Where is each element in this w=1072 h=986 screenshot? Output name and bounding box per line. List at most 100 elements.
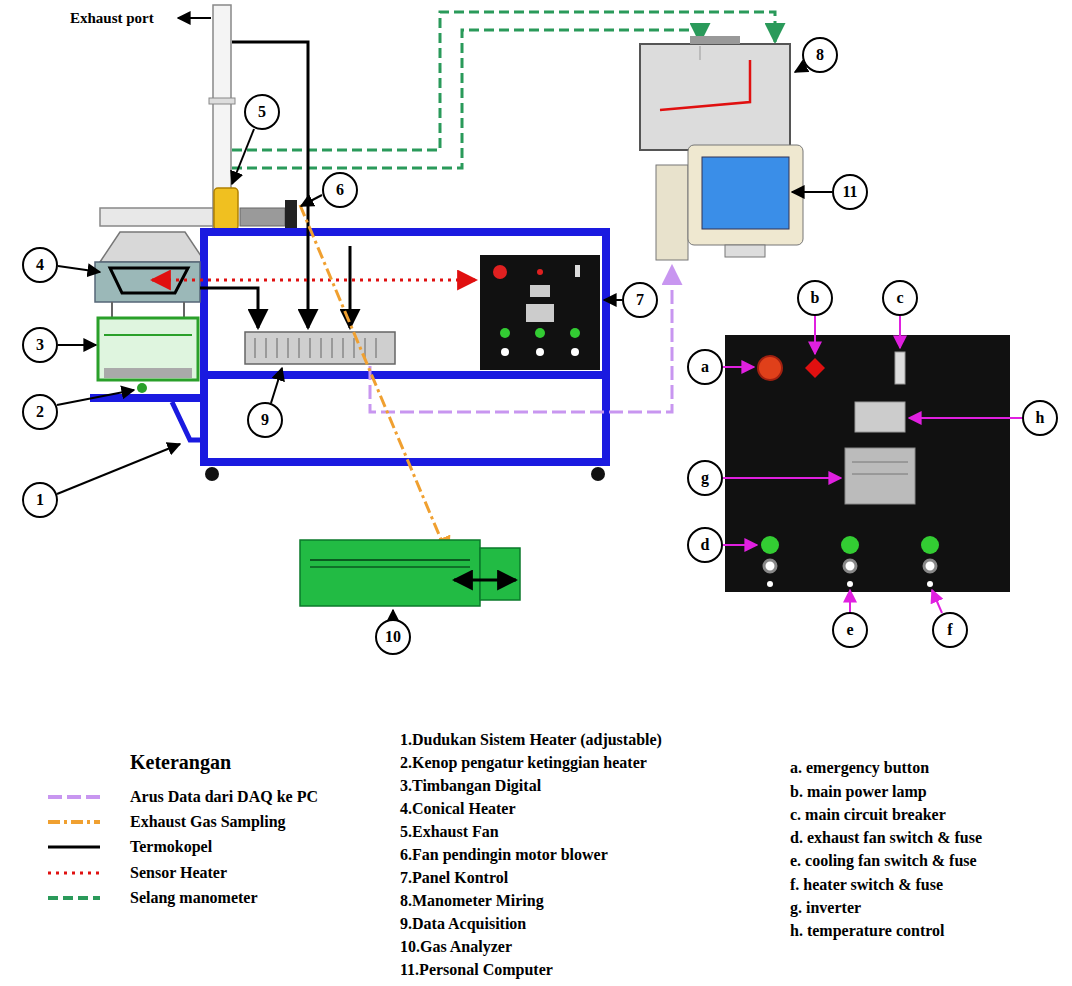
digital-scale (104, 334, 192, 336)
data-acquisition (320, 338, 322, 358)
legend-text: Selang manometer (130, 889, 258, 907)
data-acquisition (331, 338, 333, 358)
gas-analyzer (300, 540, 480, 606)
panel-callout-leader (723, 477, 841, 479)
panel-callout-leader (899, 316, 901, 348)
control-panel (535, 328, 545, 338)
control-panel-detail (855, 402, 905, 432)
data-acquisition (287, 338, 289, 358)
callout-text: 7 (636, 292, 644, 308)
callout-leader (57, 390, 134, 405)
panel-callout-circle: b (797, 280, 833, 316)
legend-text: Sensor Heater (130, 864, 227, 882)
exhaust-fan (214, 188, 238, 230)
legend-line-sample (48, 872, 100, 875)
legend-text: Arus Data dari DAQ ke PC (130, 788, 318, 806)
control-panel-detail (844, 560, 856, 572)
callout-leader (57, 444, 180, 494)
parts-list-item: a. emergency button (790, 759, 929, 777)
inclined-manometer (640, 44, 790, 150)
gas-analyzer (310, 559, 470, 561)
callout-leader (792, 191, 832, 193)
callout-number: 7 (622, 282, 658, 318)
control-panel-detail (845, 448, 915, 504)
callout-leader (232, 129, 254, 184)
control-panel (500, 328, 580, 338)
data-acquisition (309, 338, 311, 358)
control-panel-detail (805, 358, 825, 378)
callout-text: 6 (336, 182, 344, 198)
exhaust-fan (214, 188, 238, 230)
callout-number: 2 (22, 394, 58, 430)
callout-text: e (846, 622, 853, 638)
control-panel-detail (767, 581, 773, 587)
data-acquisition (254, 338, 256, 358)
control-panel (571, 348, 579, 356)
control-panel-detail (758, 356, 782, 380)
control-panel (501, 348, 579, 356)
callout-number: 11 (832, 174, 868, 210)
parts-list-item: 11.Personal Computer (400, 961, 553, 979)
parts-list-item: f. heater switch & fuse (790, 876, 943, 894)
parts-list-item: 2.Kenop pengatur ketinggian heater (400, 754, 647, 772)
parts-list-item: 4.Conical Heater (400, 800, 516, 818)
heater-support (172, 402, 204, 440)
equipment-frame (200, 232, 610, 466)
parts-list-item: 7.Panel Kontrol (400, 869, 508, 887)
parts-list-item: c. main circuit breaker (790, 806, 946, 824)
parts-list-item: h. temperature control (790, 922, 944, 940)
gas-sampling-line (300, 205, 448, 556)
equipment-frame (200, 458, 610, 466)
personal-computer (725, 245, 765, 257)
equipment-frame (200, 232, 208, 466)
control-panel-detail (764, 560, 936, 572)
equipment-frame (602, 232, 610, 466)
inclined-manometer (640, 36, 790, 160)
frame-wheel (205, 467, 219, 481)
blower-cooling-fan (285, 200, 297, 232)
panel-callout-leader (723, 544, 757, 546)
control-panel (501, 348, 509, 356)
callout-text: c (896, 290, 903, 306)
parts-list-item: 3.Timbangan Digital (400, 777, 541, 795)
inclined-manometer (690, 36, 740, 44)
callout-text: 3 (36, 337, 44, 353)
parts-list-item: 1.Dudukan Sistem Heater (adjustable) (400, 731, 662, 749)
callout-text: g (701, 470, 709, 486)
blower-cooling-fan (240, 208, 285, 226)
panel-callout-leader (932, 590, 942, 613)
parts-list-item: 8.Manometer Miring (400, 892, 544, 910)
panel-callout-leader (723, 316, 1022, 613)
callout-number: 6 (322, 172, 358, 208)
conical-heater (95, 262, 200, 318)
callout-leader (58, 266, 100, 272)
data-acquisition (265, 338, 267, 358)
panel-callout-leader (723, 366, 754, 368)
panel-callout-circle: f (932, 612, 968, 648)
conical-heater (183, 302, 185, 318)
data-acquisition (298, 338, 300, 358)
thermocouple-wire (349, 246, 352, 328)
parts-list-item: d. exhaust fan switch & fuse (790, 829, 982, 847)
callout-text: d (701, 537, 710, 553)
parts-list-item: 9.Data Acquisition (400, 915, 526, 933)
gas-analyzer (454, 579, 516, 582)
exhaust-duct (100, 232, 205, 262)
personal-computer (656, 165, 688, 260)
control-panel (526, 304, 554, 322)
callout-number: 4 (22, 247, 58, 283)
panel-callout-circle: g (687, 460, 723, 496)
legend-line-sample (48, 795, 100, 799)
thermocouple-wire (200, 288, 258, 328)
digital-scale (104, 368, 192, 378)
frame-wheel (591, 467, 605, 481)
callout-text: a (701, 359, 709, 375)
callout-text: 11 (842, 184, 857, 200)
control-panel-detail (895, 352, 905, 384)
callout-leader (58, 344, 96, 346)
callout-text: b (811, 290, 820, 306)
callout-text: 8 (816, 47, 824, 63)
exhaust-duct (209, 98, 235, 104)
control-panel (493, 265, 507, 279)
